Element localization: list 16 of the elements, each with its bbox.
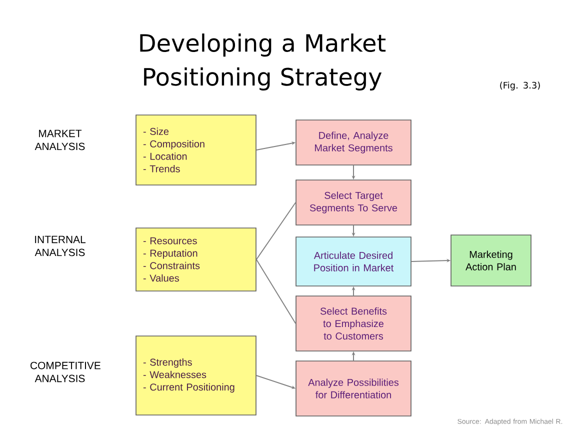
fig-label: (Fig. 3.3) [500, 82, 540, 90]
list-box: - Size - Composition - Location - Trends [136, 114, 256, 186]
connector [256, 202, 296, 260]
title: Developing a Market Positioning Strategy [140, 34, 386, 90]
process-box: Analyze Possibilities for Differentiation [296, 360, 412, 416]
connector [256, 259, 296, 324]
list-box: - Strengths - Weaknesses - Current Positioning [136, 336, 256, 416]
result-box: Marketing Action Plan [450, 234, 532, 286]
section-label: INTERNAL ANALYSIS [34, 236, 86, 256]
process-box: Define, Analyze Market Segments [296, 120, 412, 166]
section-label: COMPETITIVE ANALYSIS [30, 362, 100, 382]
process-box: Select Benefits to Emphasize to Customers [296, 296, 412, 352]
process-box: Articulate Desired Position in Market [296, 236, 412, 286]
section-label: MARKET ANALYSIS [34, 130, 85, 150]
list-box: - Resources - Reputation - Constraints - Values [136, 228, 256, 292]
process-box: Select Target Segments To Serve [296, 180, 412, 226]
